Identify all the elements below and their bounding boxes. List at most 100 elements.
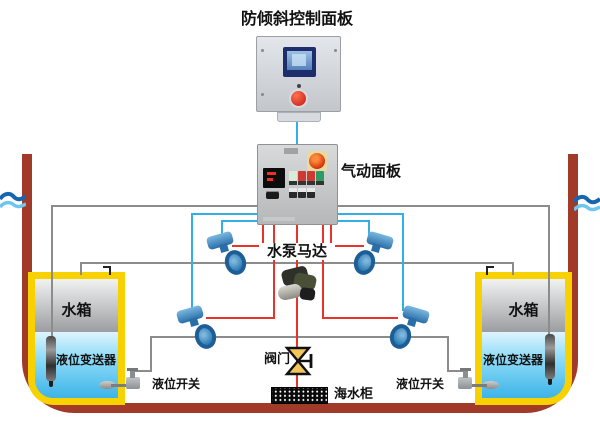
red-control-line (296, 225, 298, 388)
display-segment-icon (267, 172, 276, 175)
button-cap (307, 188, 315, 192)
valve-disc-icon (191, 321, 220, 352)
emergency-stop-icon (309, 153, 325, 169)
tank-label: 水箱 (508, 301, 539, 319)
switch-handle-icon (460, 368, 471, 371)
lcd-glow-icon (292, 54, 306, 66)
butterfly-valve-upper-right (350, 230, 395, 278)
lcd-icon (287, 51, 312, 70)
red-control-line (322, 317, 398, 319)
red-control-line (322, 225, 324, 319)
level-switch-right (455, 368, 499, 396)
panel-button-red (307, 171, 315, 181)
indicator-dot-icon (297, 84, 301, 88)
panel-button-green (316, 171, 324, 181)
pump-label: 水泵马达 (259, 243, 335, 260)
panel-display-screen (283, 47, 316, 77)
estop-badge (307, 151, 327, 171)
digital-display (263, 168, 285, 188)
blue-control-line (191, 213, 257, 215)
butterfly-valve-upper-left (205, 230, 250, 278)
button-base (316, 181, 324, 185)
button-base (298, 181, 306, 185)
pneumatic-panel (257, 144, 338, 225)
anti-heeling-control-panel (256, 36, 341, 112)
pump-part-icon (299, 287, 316, 301)
sensor-wire (51, 205, 53, 338)
vent-pipe-icon (486, 266, 488, 275)
button-cap (298, 188, 306, 192)
panel-button-green (289, 171, 297, 181)
button-base (307, 181, 315, 185)
transmitter-label-right: 液位变送器 (483, 353, 544, 367)
blue-control-line (338, 213, 404, 215)
valve-label: 阀门 (250, 352, 290, 368)
sensor-wire (338, 205, 550, 207)
nameplate-icon (284, 148, 298, 154)
switch-handle-icon (127, 368, 138, 371)
wave-icon-right (574, 194, 600, 212)
nameplate-icon (263, 217, 295, 221)
air-pipe (512, 262, 514, 275)
transmitter-label-left: 液位变送器 (56, 353, 117, 367)
red-control-line (232, 245, 264, 247)
panel-small-button (266, 191, 279, 199)
switch-label-left: 液位开关 (152, 377, 201, 391)
ship-hull (22, 154, 578, 413)
button-cap (289, 188, 297, 192)
red-control-line (273, 225, 275, 319)
blue-control-line (191, 213, 193, 311)
switch-wire (150, 336, 152, 372)
butterfly-valve-lower-left (175, 304, 220, 352)
red-control-line (262, 225, 264, 247)
sea-chest-grate (271, 387, 328, 404)
switch-wire (150, 336, 449, 338)
vent-pipe-icon (486, 266, 494, 268)
switch-stem-icon (463, 370, 468, 378)
wave-icon-left (0, 191, 26, 209)
panel-button-dark (298, 188, 306, 198)
sensor-tip-icon (548, 379, 552, 385)
valve-symbol-icon (284, 346, 313, 376)
panel-button-red (298, 171, 306, 181)
blue-control-line (402, 213, 404, 311)
tank-label: 水箱 (61, 301, 92, 319)
blue-control-line (221, 220, 223, 240)
panel-button-dark (289, 188, 297, 198)
valve-disc-icon (350, 247, 379, 278)
tank-air-space: 水箱 (35, 279, 118, 332)
switch-label-right: 液位开关 (396, 377, 445, 391)
blue-control-line (338, 220, 370, 222)
screw-icon (334, 49, 337, 52)
switch-wire (447, 336, 449, 372)
blue-control-line (221, 220, 257, 222)
level-transmitter-right (545, 334, 555, 385)
pump-motor (274, 265, 320, 308)
valve-neck-icon (407, 317, 417, 327)
butterfly-valve-lower-right (386, 304, 431, 352)
float-arm-icon (111, 384, 129, 387)
sensor-wire (548, 205, 550, 336)
panel-link-line (296, 121, 298, 145)
level-switch-left (99, 368, 143, 396)
sensor-tip-icon (49, 381, 53, 387)
switch-stem-icon (130, 370, 135, 378)
valve-disc-icon (386, 321, 415, 352)
vent-pipe-icon (103, 266, 111, 268)
red-control-line (206, 317, 275, 319)
red-button-icon (291, 91, 306, 106)
red-control-line (330, 245, 364, 247)
blue-control-line (368, 220, 370, 240)
sensor-wire (51, 205, 258, 207)
panel-bottom-tray (277, 112, 321, 122)
float-icon (99, 381, 116, 389)
tank-air-space: 水箱 (482, 279, 565, 332)
air-pipe (80, 262, 82, 275)
button-base (289, 181, 297, 185)
red-control-line (330, 225, 332, 247)
sea-chest-label: 海水柜 (334, 387, 374, 403)
switch-body-icon (458, 377, 472, 389)
diagram-title: 防倾斜控制面板 (240, 9, 353, 28)
switch-body-icon (126, 377, 140, 389)
